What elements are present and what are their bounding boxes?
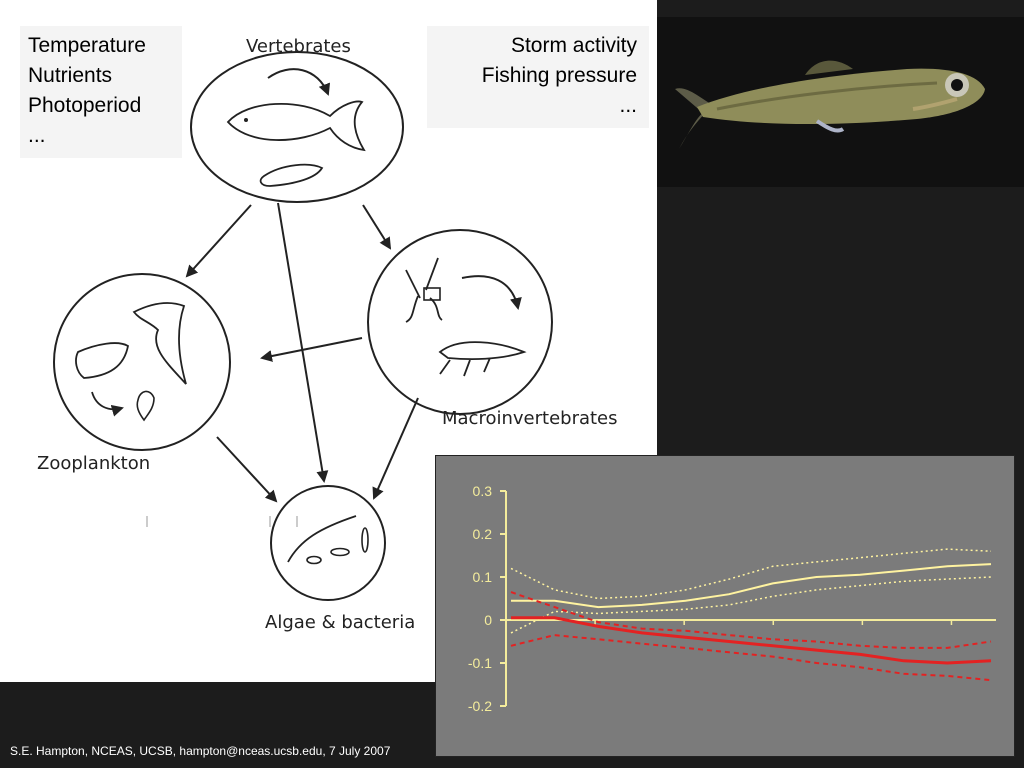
series-line	[510, 634, 992, 682]
trophic-arrows	[185, 202, 419, 503]
y-tick-label: -0.2	[468, 698, 492, 714]
zooplankton-node	[53, 273, 231, 451]
driver-item: Photoperiod	[28, 94, 142, 117]
series-line	[511, 616, 992, 665]
disturbance-drivers-box: Storm activity Fishing pressure ...	[427, 26, 649, 128]
driver-item: Temperature	[28, 34, 146, 57]
series-line	[511, 563, 992, 609]
vertebrates-node	[190, 51, 404, 203]
macroinvertebrates-label: Macroinvertebrates	[442, 408, 618, 429]
trend-chart: 0.3 0.2 0.1 0 -0.1 -0.2	[435, 455, 1015, 757]
driver-item: ...	[28, 124, 46, 147]
trend-chart-svg: 0.3 0.2 0.1 0 -0.1 -0.2	[468, 483, 996, 714]
food-web-drawing: Vertebrates Macroinvertebrates Zooplankt…	[37, 36, 618, 633]
series-line	[510, 576, 992, 634]
footer-credit: S.E. Hampton, NCEAS, UCSB, hampton@nceas…	[10, 744, 391, 758]
vertebrates-label: Vertebrates	[246, 36, 351, 57]
environmental-drivers-box: Temperature Nutrients Photoperiod ...	[20, 26, 182, 158]
y-tick-label: 0	[484, 612, 492, 628]
algae-node	[270, 485, 386, 601]
zooplankton-label: Zooplankton	[37, 453, 150, 474]
y-tick-label: 0.3	[473, 483, 493, 499]
driver-item: Fishing pressure	[481, 64, 637, 87]
y-tick-label: -0.1	[468, 655, 492, 671]
driver-item: Storm activity	[510, 34, 637, 57]
y-tick-label: 0.1	[473, 569, 493, 585]
y-tick-label: 0.2	[473, 526, 493, 542]
algae-label: Algae & bacteria	[265, 612, 415, 633]
fish-sketch-icon	[226, 100, 366, 152]
fish-icon	[675, 60, 985, 149]
series-line	[510, 591, 992, 649]
stray-marks	[146, 516, 298, 527]
fish-photo	[657, 17, 1024, 187]
driver-item: ...	[619, 94, 637, 117]
macroinvertebrates-node	[367, 229, 553, 415]
series-line	[510, 548, 992, 600]
driver-item: Nutrients	[28, 64, 113, 87]
food-web-diagram: Vertebrates Macroinvertebrates Zooplankt…	[0, 0, 657, 682]
